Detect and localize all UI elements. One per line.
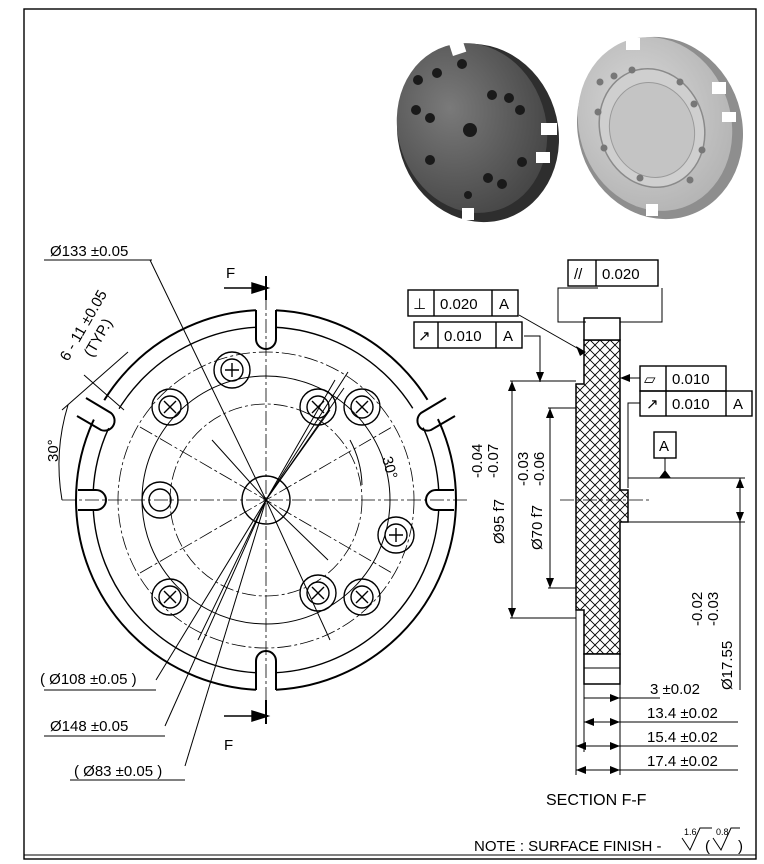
dim-d95-upper: -0.04 [469,444,486,478]
dim-d70: Ø70 f7 -0.03 -0.06 [515,452,548,550]
dim-t3: 3 ±0.02 [650,681,700,698]
dim-d95: Ø95 f7 -0.04 -0.07 [469,444,508,544]
dim-d70-upper: -0.03 [515,452,532,486]
fcf-runout1-tol: 0.010 [444,328,482,345]
iso-view-dark [396,40,560,223]
dim-t154: 15.4 ±0.02 [647,729,718,746]
section-label-bottom: F [224,737,233,754]
dim-d95-lower: -0.07 [485,444,502,478]
dim-d1755-lower: -0.03 [705,592,722,626]
fcf-runout2-datum: A [733,396,743,413]
note-label: NOTE : SURFACE FINISH - [474,838,662,855]
hole-cb [141,351,415,616]
dim-d70-lower: -0.06 [531,452,548,486]
fcf-flat-tol: 0.010 [672,371,710,388]
slot-left-upper [76,391,125,432]
fcf-runout2-tol: 0.010 [672,396,710,413]
fcf-perpendicular: ⊥ 0.020 A [407,289,519,317]
fcf-runout1-datum: A [503,328,513,345]
dim-rays [149,259,349,767]
surface-finish-note: NOTE : SURFACE FINISH - 1.6 ( 0.8 ) [474,827,743,855]
dim-d83: ( Ø83 ±0.05 ) [74,763,162,780]
fcf-flatness: ▱ 0.010 [639,365,727,392]
svg-text:): ) [738,838,743,855]
fcf-runout-1: ↗ 0.010 A [413,321,523,349]
finish-value-2: 0.8 [716,827,729,837]
front-view [44,259,470,781]
dim-d148: Ø148 ±0.05 [50,718,128,735]
section-arrow-top [224,276,271,300]
iso-view-light [576,36,744,220]
dim-d1755-upper: -0.02 [689,592,706,626]
fcf-perp-symbol: ⊥ [413,296,426,313]
dim-d108: ( Ø108 ±0.05 ) [40,671,137,688]
fcf-perp-datum: A [499,296,509,313]
finish-symbol-1: 1.6 [681,827,712,852]
fcf-parallel-symbol: // [574,266,583,283]
angle-right: 30° [378,455,400,481]
dim-d95-main: Ø95 f7 [491,499,508,544]
dim-d133: Ø133 ±0.05 [50,243,128,260]
fcf-perp-tol: 0.020 [440,296,478,313]
section-view [508,287,745,775]
dim-d1755-main: Ø17.55 [719,641,736,690]
fcf-flat-symbol: ▱ [644,371,656,388]
fcf-parallel-tol: 0.020 [602,266,640,283]
section-label-top: F [226,265,235,282]
svg-text:(: ( [705,838,710,855]
fcf-parallel: // 0.020 [567,259,659,287]
section-title: SECTION F-F [546,792,647,809]
finish-value-1: 1.6 [684,827,697,837]
sheet-border [23,8,757,860]
dim-d1755: Ø17.55 -0.02 -0.03 [689,592,736,690]
dim-t174: 17.4 ±0.02 [647,753,718,770]
fcf-runout2-symbol: ↗ [646,396,659,413]
section-arrow-bottom [224,700,271,724]
datum-a: A [653,431,677,459]
datum-a-label: A [659,438,669,455]
finish-symbol-2: 0.8 [712,827,740,852]
slot-right-upper [405,392,456,432]
angle-left: 30° [45,439,62,462]
fcf-runout1-symbol: ↗ [418,328,431,345]
dim-d70-main: Ø70 f7 [529,505,546,550]
fcf-runout-2: ↗ 0.010 A [639,390,753,417]
dim-t134: 13.4 ±0.02 [647,705,718,722]
